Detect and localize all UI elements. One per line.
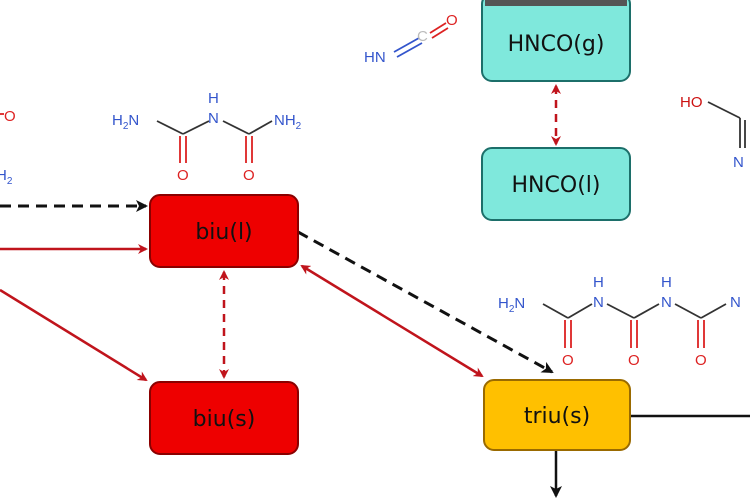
hnco-g-label: HNCO(g) [508,32,605,57]
triuret-o1: O [562,352,574,369]
svg-text:H2: H2 [0,167,13,187]
svg-text:H2N: H2N [498,295,525,315]
node-biu-l: biu(l) [149,194,299,268]
right-fragment-n: N [733,154,744,171]
left-fragment-h: H [0,167,7,184]
triuret-nh1-h: H [593,274,604,291]
left-fragment-sub: 2 [7,176,13,187]
biuret-o1: O [177,167,189,184]
biu-l-label: biu(l) [195,220,252,245]
biuret-o2: O [243,167,255,184]
arrow-biu-l-triu-s-reversible [300,264,484,378]
triuret-left-h: H [498,295,509,312]
node-triu-s: triu(s) [483,379,631,451]
biu-s-label: biu(s) [193,407,256,432]
molecule-biuret: H2N O H N O NH2 [112,90,302,184]
isocyanic-hn: HN [364,49,386,66]
node-hnco-l: HNCO(l) [481,147,631,221]
svg-text:NH2: NH2 [274,112,302,132]
molecule-triuret: H2N O H N O H N O N [498,274,741,369]
triuret-left-sub: 2 [509,304,515,315]
left-fragment-o: O [4,108,16,125]
triuret-nh2-n: N [661,294,672,311]
arrow-dashed-biu-l-to-triu-s [297,230,554,374]
triuret-nh1-n: N [593,294,604,311]
hnco-l-label: HNCO(l) [512,173,601,198]
biuret-left-n: N [128,112,139,129]
right-fragment-ho: HO [680,94,703,111]
molecule-right-edge-fragment: HO N [680,94,746,171]
molecule-left-edge-fragment: O H2 [0,108,16,187]
biuret-right-nh: NH [274,112,296,129]
node-hnco-g: HNCO(g) [481,0,631,82]
isocyanic-o: O [446,12,458,29]
triu-s-label: triu(s) [524,404,590,429]
biuret-left-sub: 2 [123,121,129,132]
arrow-solid-into-biu-s [0,288,148,382]
svg-text:H2N: H2N [112,112,139,132]
node-biu-s: biu(s) [149,381,299,455]
biuret-left-h: H [112,112,123,129]
biuret-right-sub: 2 [296,121,302,132]
biuret-nh-h: H [208,90,219,107]
isocyanic-c: C [417,28,428,45]
triuret-left-n: N [514,295,525,312]
triuret-nh2-h: H [661,274,672,291]
triuret-o3: O [695,352,707,369]
molecule-isocyanic-acid: HN C O [364,12,458,66]
biuret-nh-n: N [208,110,219,127]
triuret-o2: O [628,352,640,369]
triuret-right-n: N [730,294,741,311]
arrows [0,84,750,498]
